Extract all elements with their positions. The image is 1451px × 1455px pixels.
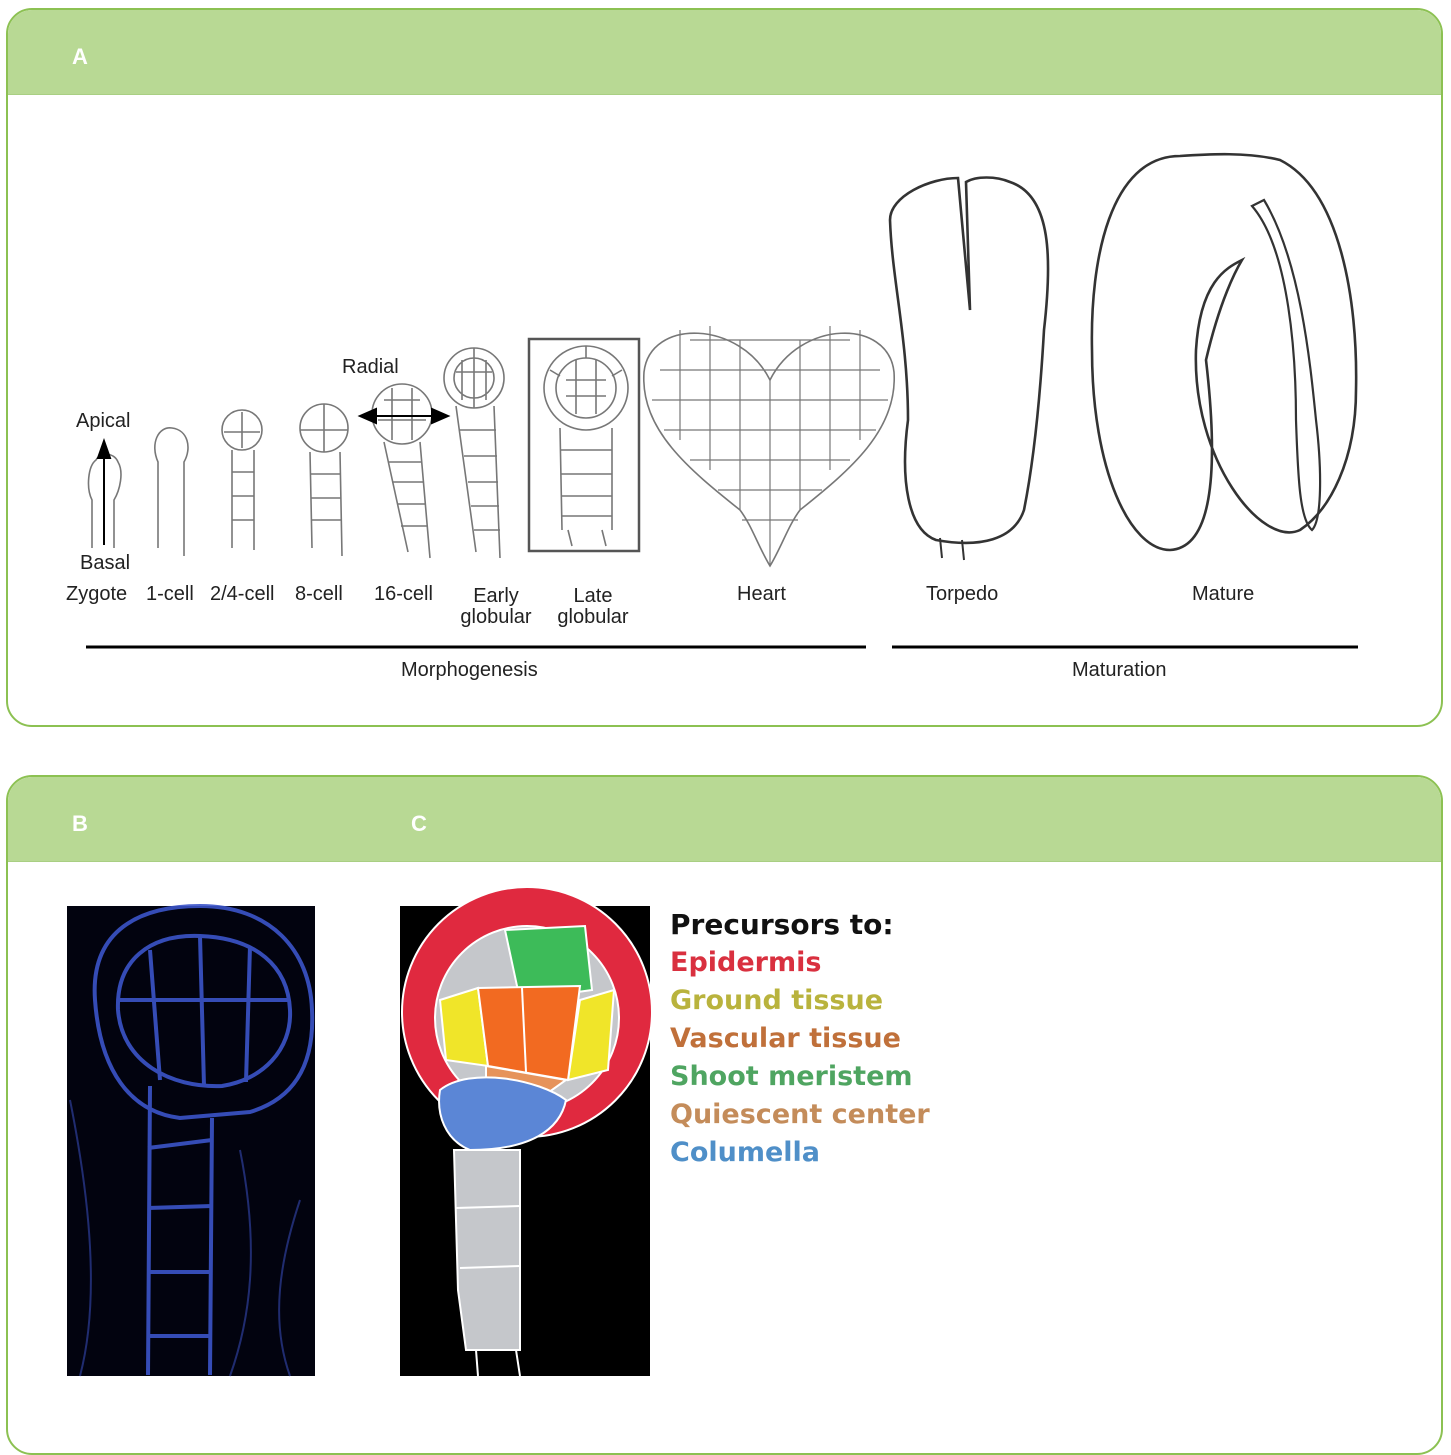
legend-vascular-tissue: Vascular tissue	[670, 1020, 930, 1058]
legend-ground-tissue: Ground tissue	[670, 982, 930, 1020]
legend-title: Precursors to:	[670, 906, 930, 944]
fate-legend: Precursors to: Epidermis Ground tissue V…	[670, 906, 930, 1172]
legend-epidermis: Epidermis	[670, 944, 930, 982]
legend-columella: Columella	[670, 1134, 930, 1172]
legend-shoot-meristem: Shoot meristem	[670, 1058, 930, 1096]
legend-quiescent-center: Quiescent center	[670, 1096, 930, 1134]
